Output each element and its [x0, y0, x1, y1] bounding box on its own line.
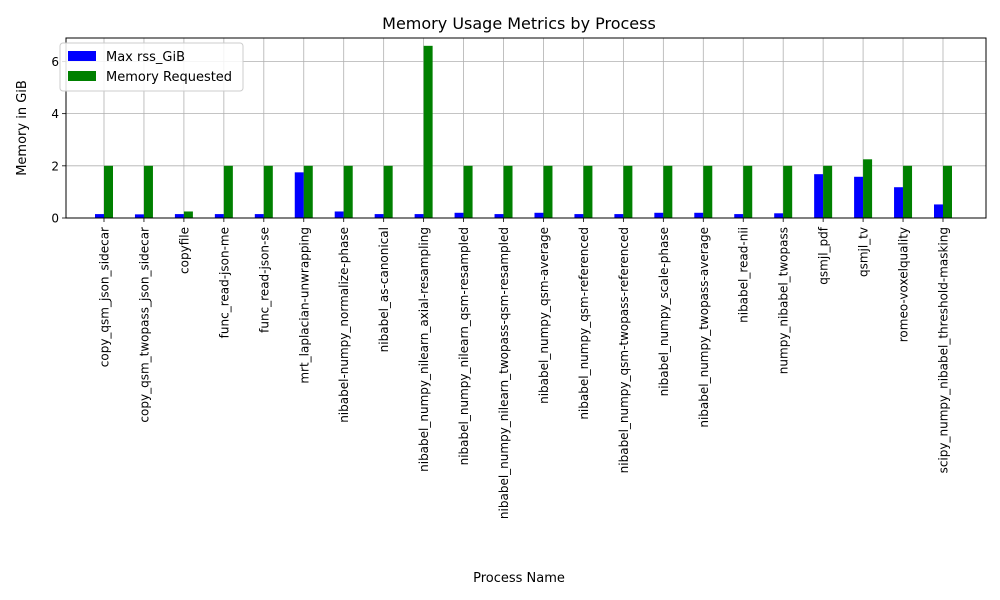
legend-label: Memory Requested	[106, 70, 232, 85]
y-tick-label: 0	[51, 212, 59, 226]
bar-memory-requested	[863, 159, 873, 218]
bar-max-rss	[334, 211, 344, 218]
bar-memory-requested	[543, 165, 553, 218]
bar-max-rss	[854, 176, 864, 218]
bar-max-rss	[694, 212, 704, 218]
bar-memory-requested	[423, 45, 433, 219]
chart-title: Memory Usage Metrics by Process	[382, 14, 656, 33]
x-tick-label: nibabel_as-canonical	[377, 227, 391, 352]
legend-swatch	[68, 51, 96, 61]
bar-max-rss	[574, 214, 584, 218]
x-tick-label: mrt_laplacian-unwrapping	[297, 227, 311, 384]
x-axis-label: Process Name	[473, 571, 565, 586]
y-axis-label: Memory in GiB	[15, 80, 30, 176]
bar-max-rss	[414, 214, 424, 218]
bar-memory-requested	[343, 165, 353, 218]
x-tick-label: nibabel_numpy_qsm-referenced	[577, 227, 591, 420]
bar-max-rss	[734, 214, 744, 218]
bar-memory-requested	[143, 165, 153, 218]
x-tick-label: numpy_nibabel_twopass	[777, 227, 791, 374]
x-tick-label: nibabel_read-nii	[737, 227, 751, 323]
bar-memory-requested	[503, 165, 513, 218]
bar-memory-requested	[463, 165, 473, 218]
x-tick-label: copyfile	[177, 227, 191, 274]
legend-label: Max rss_GiB	[106, 50, 185, 65]
bar-max-rss	[494, 214, 504, 218]
bar-memory-requested	[183, 211, 193, 218]
x-tick-label: nibabel-numpy_normalize-phase	[337, 227, 351, 423]
bar-memory-requested	[903, 165, 913, 218]
bar-max-rss	[374, 214, 384, 218]
x-tick-label: qsmjl_pdf	[817, 226, 831, 284]
bar-memory-requested	[783, 165, 793, 218]
bar-memory-requested	[663, 165, 673, 218]
bar-memory-requested	[943, 165, 952, 218]
x-tick-label: nibabel_numpy_twopass-average	[697, 227, 711, 428]
bar-memory-requested	[383, 165, 393, 218]
bar-memory-requested	[623, 165, 633, 218]
x-tick-label: qsmjl_tv	[857, 227, 871, 277]
bar-memory-requested	[583, 165, 593, 218]
x-tick-label: nibabel_numpy_nilearn_axial-resampling	[417, 227, 431, 472]
bar-max-rss	[254, 214, 264, 218]
x-tick-label: func_read-json-me	[217, 227, 231, 338]
x-tick-label: copy_qsm_json_sidecar	[98, 227, 112, 367]
bar-max-rss	[894, 187, 904, 218]
legend: Max rss_GiB Memory Requested	[59, 42, 244, 92]
bar-max-rss	[214, 214, 224, 218]
bar-max-rss	[95, 214, 104, 218]
bar-memory-requested	[823, 165, 833, 218]
bar-memory-requested	[104, 165, 113, 218]
bar-memory-requested	[263, 165, 273, 218]
bar-max-rss	[454, 212, 464, 218]
legend-swatch	[68, 71, 96, 81]
bar-memory-requested	[703, 165, 713, 218]
x-tick-label: nibabel_numpy_scale-phase	[657, 227, 671, 396]
x-axis: copy_qsm_json_sidecar copy_qsm_twopass_js…	[98, 218, 951, 519]
x-tick-label: copy_qsm_twopass_json_sidecar	[137, 227, 151, 423]
bar-memory-requested	[743, 165, 753, 218]
y-tick-label: 2	[51, 159, 59, 173]
bar-max-rss	[774, 213, 784, 218]
bars	[95, 45, 952, 219]
x-tick-label: scipy_numpy_nibabel_threshold-masking	[937, 227, 951, 473]
bar-max-rss	[814, 174, 824, 218]
bar-max-rss	[294, 172, 304, 218]
bar-max-rss	[534, 212, 544, 218]
plot-frame	[65, 37, 987, 219]
x-tick-label: nibabel_numpy_nilearn_twopass-qsm-resamp…	[497, 227, 511, 519]
bar-memory-requested	[223, 165, 233, 218]
y-tick-label: 4	[51, 107, 59, 121]
bar-max-rss	[134, 214, 144, 218]
bar-max-rss	[174, 214, 184, 218]
bar-max-rss	[934, 204, 943, 218]
x-tick-label: func_read-json-se	[257, 227, 271, 333]
bar-memory-requested	[303, 165, 313, 218]
x-tick-label: nibabel_numpy_qsm-twopass-referenced	[617, 227, 631, 473]
bar-max-rss	[614, 214, 624, 218]
x-tick-label: nibabel_numpy_nilearn_qsm-resampled	[457, 227, 471, 465]
x-tick-label: nibabel_numpy_qsm-average	[537, 227, 551, 404]
x-tick-label: romeo-voxelquality	[897, 227, 911, 342]
legend-box	[59, 42, 244, 92]
y-tick-label: 6	[51, 55, 59, 69]
bar-max-rss	[654, 212, 664, 218]
